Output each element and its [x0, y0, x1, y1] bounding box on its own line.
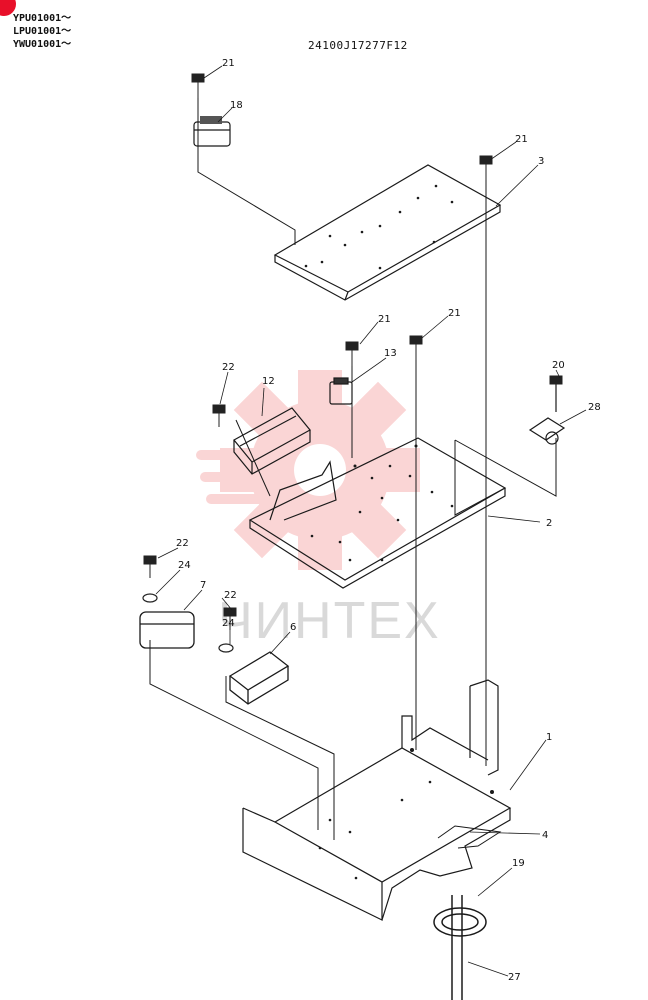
- callout-19: 19: [512, 858, 525, 869]
- watermark-text: ЧИНТЕХ: [218, 592, 441, 650]
- callout-1: 1: [546, 732, 552, 743]
- controller-part-12: [233, 407, 311, 475]
- callout-21: 21: [515, 134, 528, 145]
- grommet-part-19: [433, 907, 487, 937]
- watermark-gear-icon: [196, 370, 420, 570]
- bracket-part-28: [528, 380, 566, 445]
- callout-3: 3: [538, 156, 544, 167]
- callout-22: 22: [222, 362, 235, 373]
- callout-27: 27: [508, 972, 521, 983]
- cover-plate-part-4: [437, 825, 502, 849]
- callout-21: 21: [378, 314, 391, 325]
- harness-part-27: [451, 895, 463, 1000]
- callout-21: 21: [222, 58, 235, 69]
- serial-range-2: LPU01001～: [13, 26, 72, 37]
- callout-13: 13: [384, 348, 397, 359]
- callout-21: 21: [448, 308, 461, 319]
- top-plate-part-3: [273, 164, 502, 301]
- callout-24: 24: [222, 618, 235, 629]
- box-part-7: [139, 611, 195, 649]
- bolt-icon: [143, 73, 563, 630]
- relay-part-18: [193, 116, 231, 147]
- callout-12: 12: [262, 376, 275, 387]
- corner-marker: [0, 0, 16, 16]
- serial-range-1: YPU01001～: [13, 13, 72, 24]
- serial-range-3: YWU01001～: [13, 39, 72, 50]
- assembly-guide-lines: [149, 98, 557, 840]
- callout-2: 2: [546, 518, 552, 529]
- callout-7: 7: [200, 580, 206, 591]
- washer-icon: [142, 593, 234, 653]
- callout-leaders: [155, 65, 587, 977]
- callout-24: 24: [178, 560, 191, 571]
- drawing-code: 24100J17277F12: [308, 39, 408, 52]
- frame-part-1: [242, 679, 512, 921]
- callout-28: 28: [588, 402, 601, 413]
- callout-20: 20: [552, 360, 565, 371]
- callout-6: 6: [290, 622, 296, 633]
- callout-4: 4: [542, 830, 548, 841]
- box-part-6: [228, 651, 290, 705]
- callout-22: 22: [176, 538, 189, 549]
- callout-22: 22: [224, 590, 237, 601]
- callout-18: 18: [230, 100, 243, 111]
